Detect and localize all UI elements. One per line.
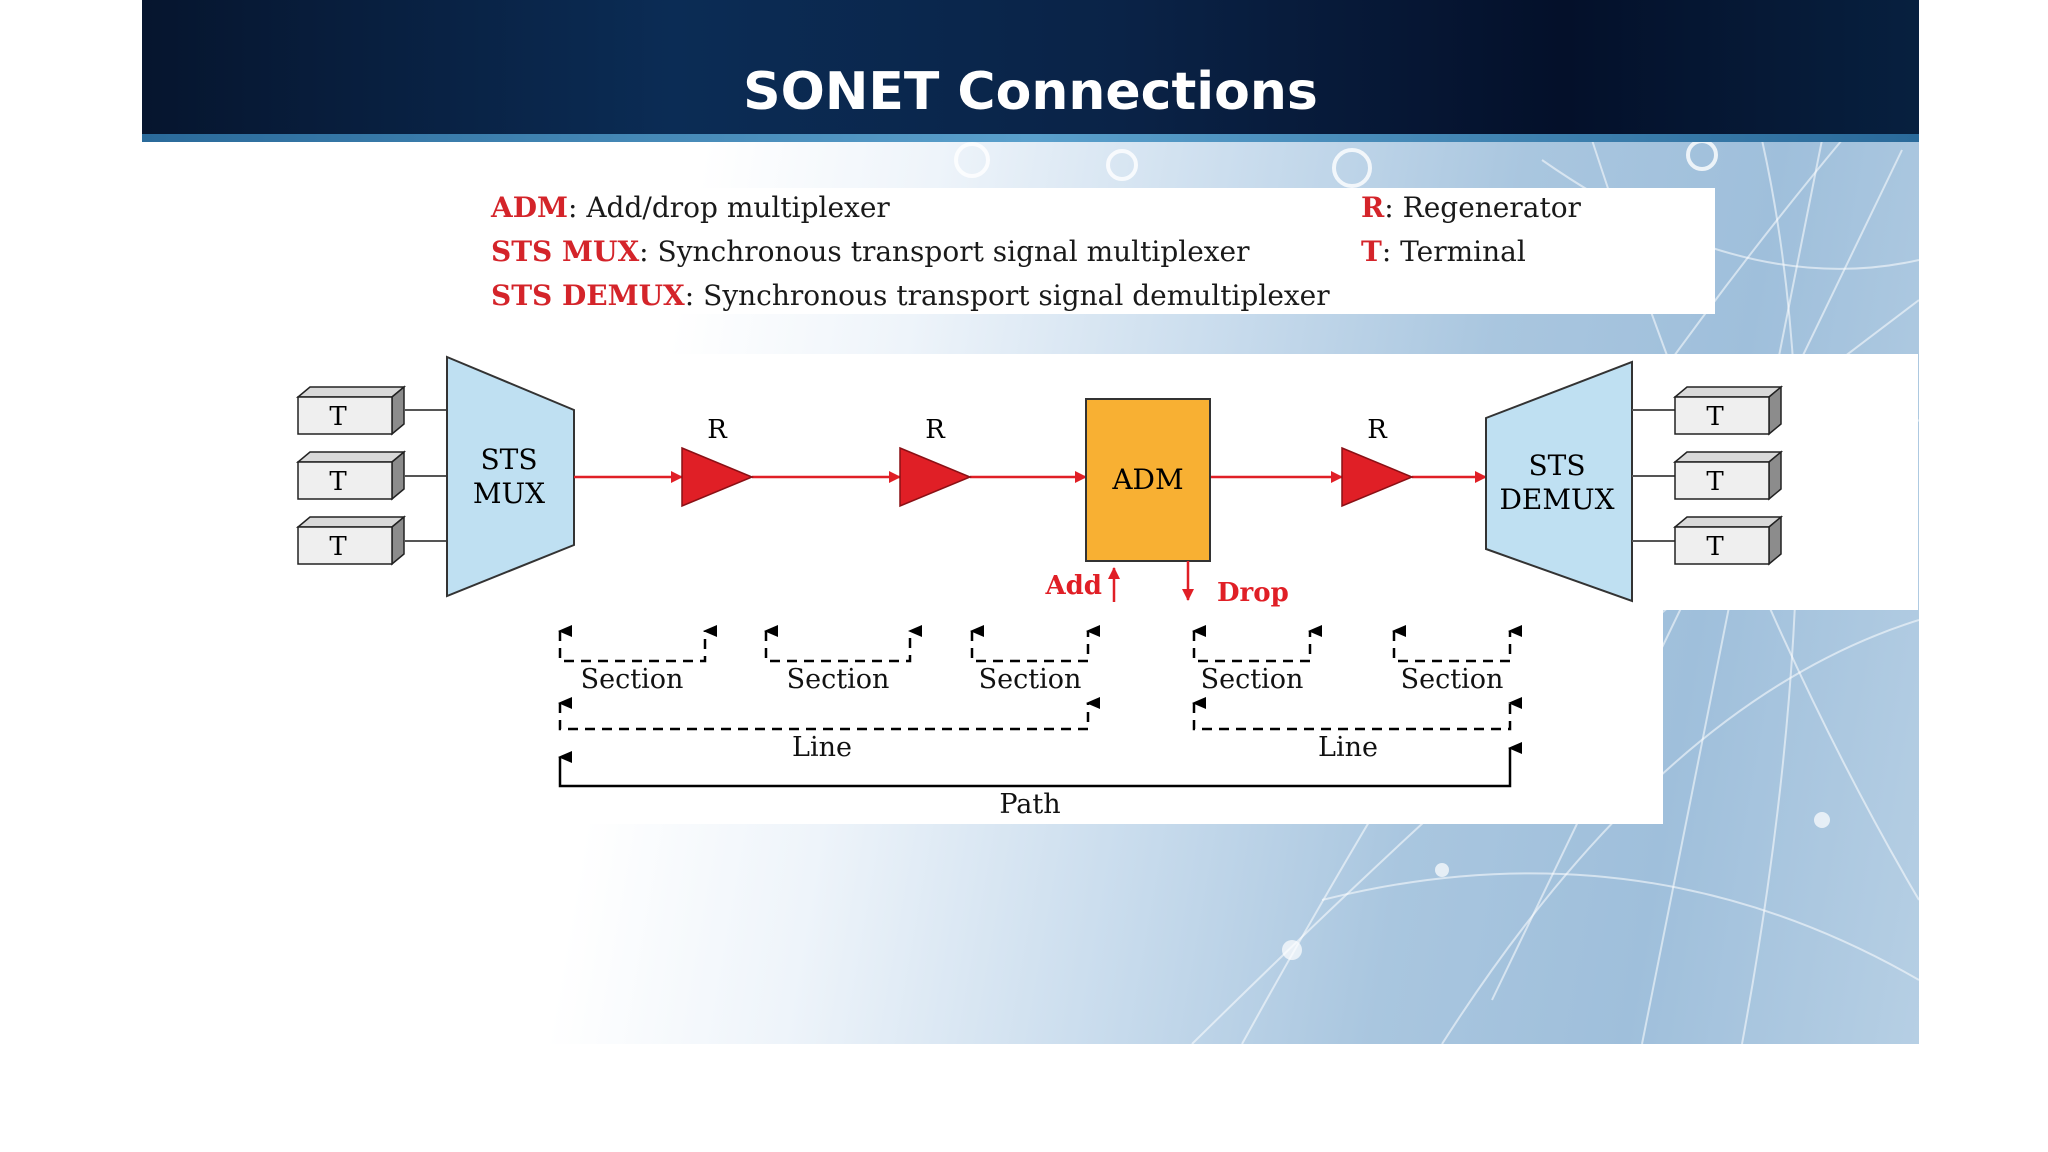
section-span-2 [764,625,922,663]
terminal-left-2: T [295,450,447,501]
legend-item-regenerator: R: Regenerator [1361,192,1581,224]
mux-label-line1: STS [480,443,537,476]
legend-item-sts-demux: STS DEMUX: Synchronous transport signal … [491,280,1330,312]
section-span-3 [970,625,1100,663]
legend-desc: : Regenerator [1384,191,1581,224]
sonet-diagram: T T T STS MUX [295,354,1918,824]
legend-desc: : Synchronous transport signal multiplex… [639,235,1250,268]
terminal-label: T [329,467,347,497]
terminal-right-3: T [1632,515,1784,566]
section-label: Section [1201,664,1304,695]
legend-item-sts-mux: STS MUX: Synchronous transport signal mu… [491,236,1250,268]
section-label: Section [787,664,890,695]
drop-label: Drop [1217,578,1289,608]
legend-desc: : Terminal [1381,235,1526,268]
regenerator-3: R [1341,415,1414,508]
legend-desc: : Add/drop multiplexer [568,191,890,224]
legend-key: STS DEMUX [491,279,685,312]
section-span-4 [1192,625,1322,663]
section-label: Section [1401,664,1504,695]
legend-item-terminal: T: Terminal [1361,236,1526,268]
path-span [558,742,1522,788]
add-label: Add [1044,571,1102,601]
line-span-1 [558,697,1100,731]
legend-key: ADM [491,191,568,224]
terminal-label: T [1706,532,1724,562]
section-span-5 [1392,625,1522,663]
terminal-label: T [329,402,347,432]
terminal-left-3: T [295,515,447,566]
line-label: Line [1318,732,1378,763]
regenerator-2: R [899,415,972,508]
slide-title: SONET Connections [743,62,1318,122]
title-bar-divider [142,134,1919,142]
demux-label-line2: DEMUX [1499,483,1614,516]
legend-key: R [1361,191,1385,224]
mux-label-line2: MUX [473,477,545,510]
terminal-left-1: T [295,385,447,436]
adm-label: ADM [1111,463,1183,496]
legend-desc: : Synchronous transport signal demultipl… [684,279,1330,312]
terminal-label: T [1706,402,1724,432]
terminal-right-2: T [1632,450,1784,501]
sts-demux: STS DEMUX [1485,360,1633,603]
legend-key: T [1361,235,1382,268]
terminal-label: T [329,532,347,562]
drop-arrow: Drop [1182,561,1289,608]
regenerator-label: R [1367,415,1388,445]
title-bar [142,0,1919,134]
regenerator-label: R [925,415,946,445]
line-label: Line [792,732,852,763]
path-label: Path [999,789,1060,820]
legend-box [477,188,1715,314]
terminal-right-1: T [1632,385,1784,436]
regenerator-1: R [681,415,754,508]
sts-mux: STS MUX [446,355,575,598]
section-label: Section [979,664,1082,695]
regenerator-label: R [707,415,728,445]
slide: SONET Connections ADM: Add/drop multiple… [142,0,1919,1044]
legend-item-adm: ADM: Add/drop multiplexer [491,192,890,224]
add-arrow: Add [1044,567,1120,602]
section-span-1 [558,625,717,663]
adm-node: ADM [1085,398,1211,562]
section-label: Section [581,664,684,695]
terminal-label: T [1706,467,1724,497]
span-panel [536,610,1663,824]
demux-label-line1: STS [1528,449,1585,482]
legend-key: STS MUX [491,235,640,268]
